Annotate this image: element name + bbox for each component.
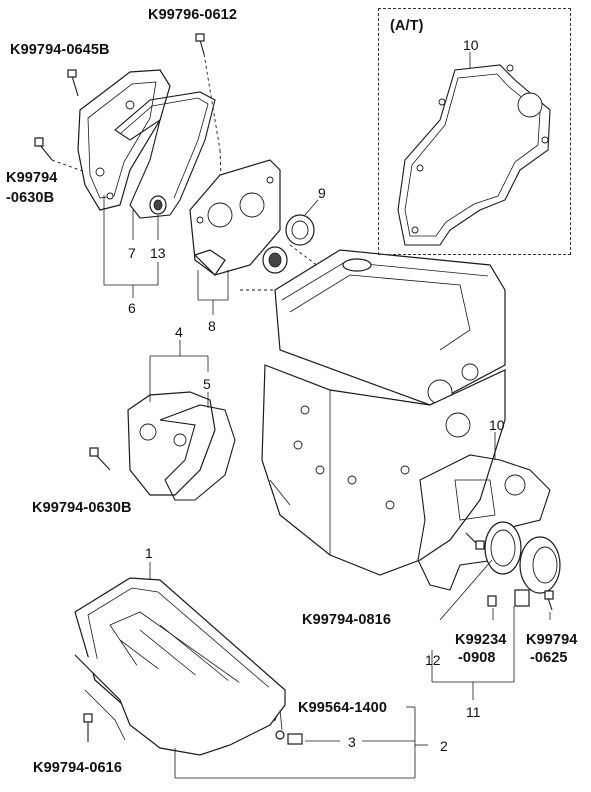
part-number-k99234-line1: K99234	[455, 632, 507, 648]
bolt-0612	[195, 33, 223, 201]
at-inset-box	[378, 8, 571, 255]
front-timing-case	[189, 159, 281, 276]
callout-6: 6	[128, 300, 136, 316]
callout-4: 4	[175, 324, 183, 340]
part-number-k99794-line1: K99794	[6, 170, 58, 186]
part-number-k99794-0816: K99794-0816	[302, 612, 391, 628]
oil-pan	[74, 577, 286, 756]
part-number-k99564-1400: K99564-1400	[298, 700, 387, 716]
callout-13: 13	[150, 245, 166, 261]
leader-lines	[103, 52, 551, 779]
lower-timing-cover	[127, 391, 216, 496]
bolt-0645b	[67, 69, 79, 97]
bolt-0630b-lower	[89, 447, 111, 471]
upper-timing-cover	[77, 69, 171, 211]
callout-10-at: 10	[463, 37, 479, 53]
rear-oil-seal	[484, 521, 561, 607]
part-number-k99796-0612: K99796-0612	[148, 7, 237, 23]
part-number-0908-line2: -0908	[458, 650, 496, 666]
part-number-k99794-0645b: K99794-0645B	[10, 42, 110, 58]
lower-cover-gasket	[159, 404, 236, 501]
bolt-0616	[83, 713, 93, 742]
rear-plate-10	[417, 454, 551, 591]
bolt-0625	[544, 590, 554, 611]
callout-2: 2	[440, 738, 448, 754]
bolt-0816	[465, 532, 485, 550]
seal-9	[262, 214, 315, 274]
callout-3: 3	[348, 734, 356, 750]
callout-9: 9	[318, 185, 326, 201]
callout-12: 12	[425, 652, 441, 668]
callout-8: 8	[208, 318, 216, 334]
callout-11: 11	[466, 704, 481, 720]
bolt-0908	[487, 595, 497, 607]
upper-cover-gasket	[114, 91, 216, 219]
part-number-k99794-0630b: K99794-0630B	[32, 500, 132, 516]
callout-10: 10	[489, 417, 505, 433]
callout-1: 1	[145, 545, 153, 561]
part-number-0630b-line2: -0630B	[6, 190, 55, 206]
part-number-0625-line2: -0625	[530, 650, 568, 666]
at-rear-plate	[397, 64, 551, 246]
part-number-k99794-line1-right: K99794	[526, 632, 578, 648]
at-label: (A/T)	[390, 18, 424, 34]
drain-plug	[275, 730, 303, 745]
callout-5: 5	[203, 376, 211, 392]
seal-13	[149, 195, 167, 215]
bolt-0630b-upper	[34, 137, 86, 173]
callout-7: 7	[128, 245, 136, 261]
engine-block	[240, 249, 506, 576]
part-number-k99794-0616: K99794-0616	[33, 760, 122, 776]
